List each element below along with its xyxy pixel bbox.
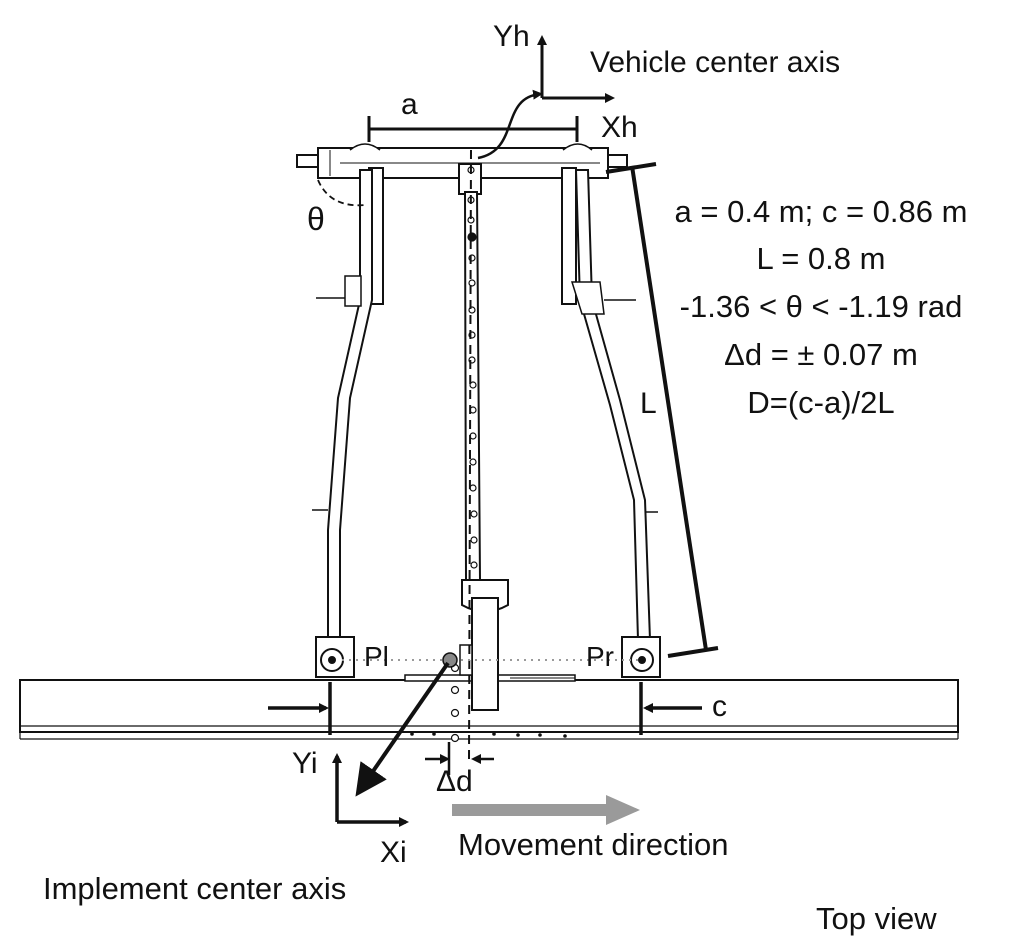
center-axis-dashed — [468, 149, 472, 761]
label-c: c — [712, 690, 727, 723]
label-delta-d: Δd — [436, 765, 473, 798]
pivot-left — [310, 636, 360, 681]
hitch-vector-arrow — [355, 661, 450, 797]
param-theta: -1.36 < θ < -1.19 rad — [680, 289, 963, 324]
delta-d-marker — [425, 742, 494, 775]
param-L: L = 0.8 m — [757, 241, 886, 276]
label-L: L — [640, 387, 657, 420]
label-xh: Xh — [601, 111, 638, 144]
dimension-c — [268, 682, 702, 735]
label-theta: θ — [307, 201, 325, 237]
label-top-view: Top view — [816, 901, 937, 936]
theta-arc — [317, 179, 366, 207]
parameters-block: a = 0.4 m; c = 0.86 m L = 0.8 m -1.36 < … — [675, 194, 968, 420]
dimension-L — [605, 162, 719, 658]
param-a-c: a = 0.4 m; c = 0.86 m — [675, 194, 968, 229]
label-vehicle-center-axis: Vehicle center axis — [590, 46, 840, 79]
left-arm — [312, 167, 384, 641]
label-yh: Yh — [493, 20, 530, 53]
implement-axis — [332, 753, 409, 827]
beam-holes — [450, 663, 460, 743]
beam-marks — [410, 732, 567, 738]
right-arm — [561, 167, 658, 641]
param-D: D=(c-a)/2L — [747, 385, 894, 420]
label-a: a — [401, 88, 418, 121]
vehicle-axis-link-arrow — [477, 89, 543, 160]
label-pl: Pl — [364, 641, 389, 672]
pivot-right — [616, 636, 666, 681]
vehicle-axis — [537, 35, 615, 103]
label-xi: Xi — [380, 836, 407, 869]
center-drawbar — [458, 163, 509, 711]
label-yi: Yi — [292, 747, 318, 780]
movement-direction-arrow — [452, 795, 640, 825]
label-movement-direction: Movement direction — [458, 827, 729, 862]
label-pr: Pr — [586, 641, 614, 672]
label-implement-center-axis: Implement center axis — [43, 871, 346, 906]
param-delta-d: Δd = ± 0.07 m — [724, 337, 918, 372]
dimension-a — [367, 116, 579, 142]
